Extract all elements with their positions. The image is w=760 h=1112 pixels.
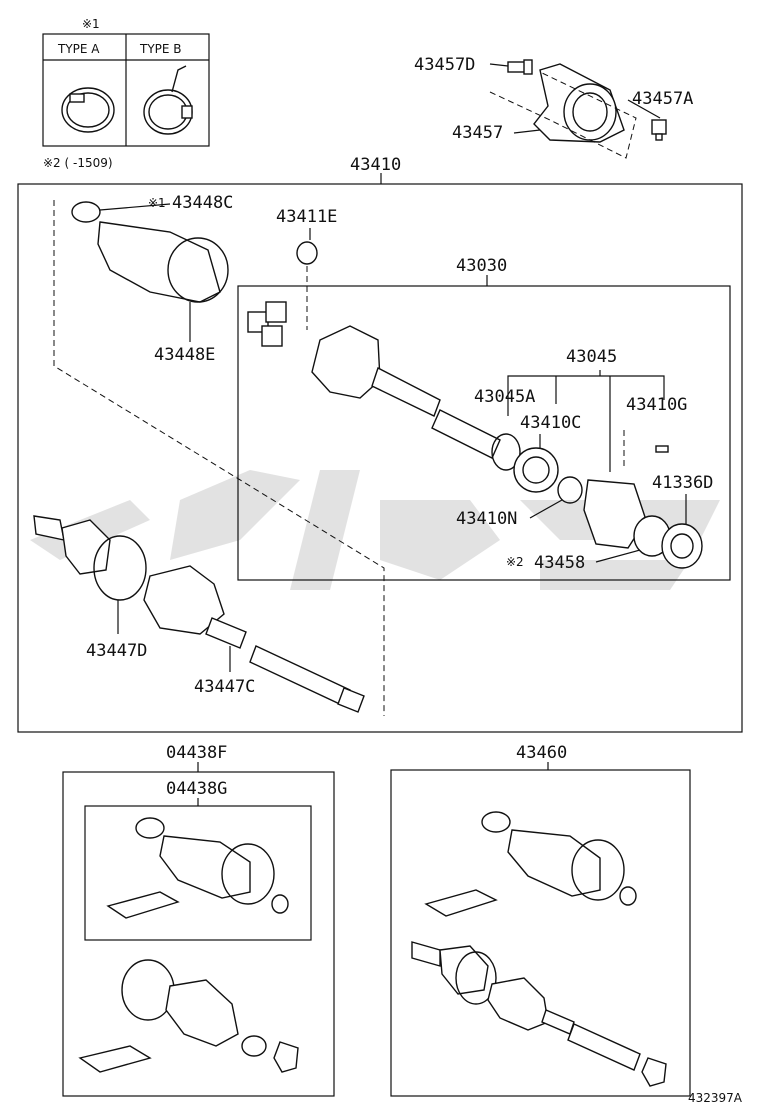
boot-icon [487, 977, 549, 1031]
label-43448C: 43448C [172, 193, 233, 213]
grease-pack-icon [78, 1045, 152, 1073]
kit-frame-43460 [390, 769, 691, 1097]
label-43411E: 43411E [276, 207, 337, 227]
label-43457D: 43457D [414, 55, 475, 75]
clamp-small-icon [205, 617, 247, 649]
grease-pack-icon [106, 891, 180, 919]
boot-icon [507, 829, 601, 897]
spline-end-icon [411, 941, 441, 967]
label-43410G: 43410G [626, 395, 687, 415]
bearing-bracket-group: 43457D 43457A 43457 [414, 55, 693, 159]
label-04438G: 04438G [166, 779, 227, 799]
snap-ring-icon [619, 886, 637, 906]
clamp-small-icon [135, 817, 165, 839]
pin-icon [655, 445, 669, 453]
label-43045: 43045 [566, 347, 617, 367]
dust-cover-icon [583, 479, 647, 549]
clamp-large-icon [455, 951, 497, 1005]
clamp-large-icon [571, 839, 625, 901]
label-43410N: 43410N [456, 509, 517, 529]
clamp-type-b-icon [143, 65, 193, 135]
label-43045A: 43045A [474, 387, 535, 407]
outer-joint-icon [61, 519, 111, 575]
mark-43448C: ※1 [148, 196, 166, 210]
legend-box: ※1 TYPE A TYPE B ※2 ( -1509) [42, 17, 210, 170]
outer-shaft-group: 43447D 43447C [33, 515, 365, 713]
legend-type-a: TYPE A [57, 42, 100, 56]
boot-icon [97, 221, 221, 303]
boot-icon [165, 979, 239, 1047]
tripod-icon [247, 301, 287, 347]
legend-type-b: TYPE B [139, 42, 182, 56]
shaft-section-icon [371, 367, 441, 417]
kit-frame-04438F [62, 771, 335, 1097]
shaft-section-icon [431, 409, 501, 459]
drive-shaft-icon [249, 645, 351, 707]
label-43457: 43457 [452, 123, 503, 143]
label-43410C: 43410C [520, 413, 581, 433]
label-43447C: 43447C [194, 677, 255, 697]
inner-joint-group: 43045 43045A 43410G 43410C 43410N 41336D… [247, 301, 713, 573]
outer-boot-group: ※1 43448C 43448E [53, 193, 385, 716]
kit-frame-04438G [84, 805, 312, 941]
outer-joint-icon [439, 945, 489, 995]
kit-04438G-parts [106, 817, 289, 919]
label-43457A: 43457A [632, 89, 693, 109]
spline-end-icon [337, 687, 365, 713]
clamp-small-icon [481, 811, 511, 833]
assembly-frame-43410 [17, 183, 743, 733]
snap-ring-icon [296, 241, 318, 265]
label-43410: 43410 [350, 155, 401, 175]
grease-pack-icon [424, 889, 498, 917]
joint-housing-icon [311, 325, 381, 399]
spline-end-icon [33, 515, 65, 541]
label-43448E: 43448E [154, 345, 215, 365]
snap-ring-icon [557, 476, 583, 504]
drive-shaft-icon [567, 1023, 641, 1071]
label-43030: 43030 [456, 256, 507, 276]
bearing-icon [513, 447, 559, 493]
band-clamp-icon [273, 1041, 299, 1073]
bracket-icon [533, 63, 625, 143]
label-41336D: 41336D [652, 473, 713, 493]
label-04438F: 04438F [166, 743, 227, 763]
legend-note2: ※2 ( -1509) [43, 156, 113, 170]
clamp-type-a-icon [61, 87, 115, 133]
clamp-small-icon [71, 201, 101, 223]
clamp-small-icon [241, 1035, 267, 1057]
band-clamp-icon [641, 1057, 667, 1087]
legend-note1: ※1 [82, 17, 100, 31]
clamp-small-icon [541, 1009, 575, 1035]
label-43460: 43460 [516, 743, 567, 763]
clamp-large-icon [167, 237, 229, 303]
circlip-icon [491, 433, 521, 471]
mark-43458: ※2 [506, 555, 524, 569]
clamp-large-icon [221, 843, 275, 905]
label-43447D: 43447D [86, 641, 147, 661]
snap-ring-group: 43411E [276, 207, 337, 330]
boot-icon [159, 835, 251, 899]
kit-43460-parts [411, 811, 667, 1087]
figure-id: 432397A [688, 1091, 743, 1105]
assembly-frame-43030 [237, 285, 731, 581]
kit-04438F-parts [78, 959, 299, 1073]
bolt-icon [651, 119, 667, 141]
oil-seal-icon [661, 523, 703, 569]
clamp-large-icon [93, 535, 147, 601]
snap-ring-icon [271, 894, 289, 914]
bolt-icon [507, 59, 533, 75]
label-43458: 43458 [534, 553, 585, 573]
